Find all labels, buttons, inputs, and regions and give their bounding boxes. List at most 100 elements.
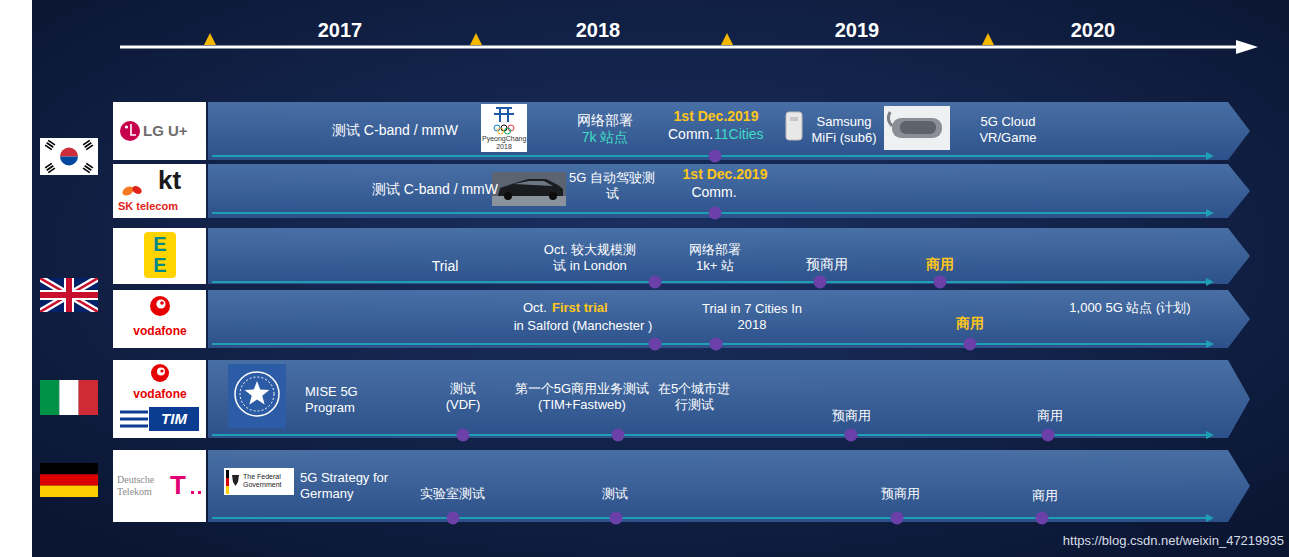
- vodafone-logo: [160, 369, 163, 372]
- uk-flag: [40, 292, 98, 298]
- telekom-logo: [198, 491, 201, 494]
- milestone-dot: [610, 512, 623, 525]
- sk-logo: [121, 185, 135, 198]
- text-slot: 测试 C-band / mmW: [372, 181, 498, 198]
- vr-headset: [884, 106, 950, 150]
- milestone-dot: [649, 338, 662, 351]
- milestone-text: 1,000 5G 站点 (计划): [1069, 300, 1190, 316]
- margin-strip: [0, 0, 32, 557]
- olympic-logo: [498, 128, 504, 134]
- text-slot: The Federal Government: [243, 473, 293, 489]
- milestone-text: 商用: [1037, 408, 1063, 424]
- band-arrow: [208, 290, 1250, 348]
- operator-name: SK telecom: [118, 200, 178, 213]
- milestone-text: 5G Cloud VR/Game: [956, 114, 1060, 145]
- text-slot: Deutsche Telekom: [117, 474, 165, 498]
- text-slot: First trial: [552, 300, 608, 316]
- milestone-text: 预商用: [881, 486, 920, 502]
- band-arrow: [208, 102, 1250, 160]
- uk-flag: [40, 278, 98, 312]
- olympic-logo: [508, 125, 514, 131]
- milestone-dot: [447, 150, 1055, 525]
- italy-flag: [40, 380, 98, 415]
- korea-flag: [83, 140, 94, 150]
- italy-emblem: [228, 364, 286, 428]
- operator-name: TIM: [161, 410, 187, 428]
- text-slot: kt: [158, 167, 181, 193]
- milestone-text: 1st Dec.2019: [674, 108, 759, 125]
- olympic-logo: [501, 125, 507, 131]
- milestone-text: 5G 自动驾驶测试: [566, 170, 658, 201]
- milestone-dot: [934, 276, 947, 289]
- progress-line: [212, 281, 1206, 283]
- tim-logo: [149, 407, 199, 431]
- tim-logo: [120, 407, 199, 431]
- milestone-text: 测试 C-band / mmW: [332, 122, 458, 139]
- ee-logo: [144, 232, 176, 278]
- self-driving-car: [492, 196, 566, 206]
- text-slot: T: [170, 472, 186, 498]
- text-slot: 网络部署: [577, 112, 633, 129]
- self-driving-car: [504, 192, 512, 200]
- text-slot: TIM: [161, 410, 187, 428]
- text-slot: EE: [150, 234, 170, 276]
- self-driving-car: [498, 179, 563, 196]
- self-driving-car: [549, 192, 557, 200]
- uk-flag: [40, 278, 98, 312]
- operator-name: T: [170, 472, 186, 498]
- timeline-band: 5G Strategy for Germany实验室测试测试预商用商用: [208, 450, 1250, 522]
- milestone-dot: [1042, 429, 1055, 442]
- progress-line: [1206, 514, 1214, 522]
- vr-headset: [884, 106, 950, 150]
- operator-logo-box: kt SK telecom: [113, 164, 206, 218]
- text-slot: 5G Cloud VR/Game: [956, 114, 1060, 145]
- self-driving-car: [492, 172, 566, 206]
- text-slot: Comm.: [668, 126, 713, 143]
- milestone-text: 第一个5G商用业务测试 (TIM+Fastweb): [513, 381, 651, 412]
- text-slot: MISE 5G Program: [305, 384, 377, 415]
- logo-caption: PyeongChang 2018: [482, 135, 526, 151]
- operator-name: LG U+: [143, 122, 188, 140]
- germany-flag: [40, 474, 98, 485]
- milestone-text: 预商用: [832, 408, 871, 424]
- uk-flag: [40, 278, 98, 312]
- uk-flag: [40, 278, 98, 312]
- text-slot: 1st Dec.2019: [674, 108, 759, 125]
- milestone-dot: [457, 429, 470, 442]
- text-slot: Comm.: [691, 184, 736, 201]
- milestone-dot: [814, 276, 827, 289]
- progress-line: [212, 212, 1206, 214]
- federal-government-logo: [224, 468, 294, 495]
- time-axis: [470, 33, 482, 45]
- mifi-device: [786, 112, 802, 140]
- korea-flag: [45, 140, 56, 150]
- milestone-text: 在5个城市进行测试: [654, 381, 734, 412]
- vr-headset: [892, 118, 942, 138]
- telekom-logo: [191, 491, 194, 494]
- germany-flag: [40, 486, 98, 497]
- text-slot: 在5个城市进行测试: [654, 381, 734, 412]
- time-axis: [204, 33, 216, 45]
- text-slot: 测试 (VDF): [440, 381, 486, 412]
- uk-flag: [40, 278, 98, 312]
- band-arrow: [208, 360, 1250, 438]
- milestone-text: Oct. 较大规模测试 in London: [538, 242, 642, 273]
- operator-name: vodafone: [133, 387, 186, 401]
- vodafone-logo: [150, 296, 170, 382]
- milestone-text: 1st Dec.2019: [683, 166, 768, 183]
- vodafone-logo: [156, 299, 165, 308]
- text-slot: 2019: [835, 18, 880, 42]
- milestone-dot: [710, 338, 723, 351]
- milestone-dot: [1036, 512, 1049, 525]
- uk-flag: [40, 278, 98, 312]
- milestone-text: 商用: [956, 315, 984, 332]
- korea-flag: [45, 163, 56, 173]
- vodafone-logo: [160, 301, 164, 305]
- progress-line: [212, 155, 1206, 157]
- federal-government-logo: [224, 468, 294, 495]
- time-axis: [721, 33, 733, 45]
- logo-caption: The Federal Government: [243, 473, 293, 489]
- progress-line: [1206, 152, 1214, 160]
- text-slot: 2018: [576, 18, 621, 42]
